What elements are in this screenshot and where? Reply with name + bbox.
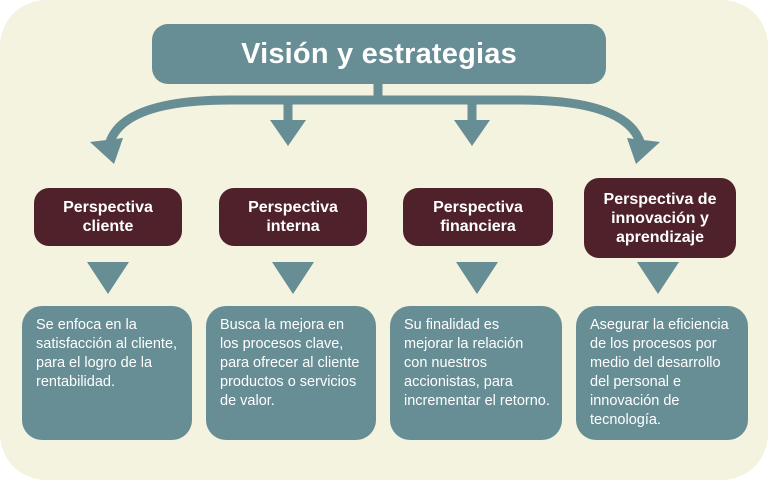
down-arrow-2 <box>272 262 314 294</box>
down-arrow-1 <box>87 262 129 294</box>
perspective-label: Perspectiva financiera <box>433 199 523 235</box>
arrow-head-4 <box>627 138 660 164</box>
title-box: Visión y estrategias <box>152 24 606 84</box>
description-text: Busca la mejora en los procesos clave, p… <box>220 317 360 409</box>
perspective-box-cliente: Perspectiva cliente <box>34 188 182 246</box>
perspective-label: Perspectiva cliente <box>63 199 153 235</box>
perspective-box-innovacion: Perspectiva de innovación y aprendizaje <box>584 178 736 258</box>
description-box-cliente: Se enfoca en la satisfacción al cliente,… <box>22 306 192 440</box>
perspective-box-interna: Perspectiva interna <box>219 188 367 246</box>
description-box-financiera: Su finalidad es mejorar la relación con … <box>390 306 562 440</box>
perspective-box-financiera: Perspectiva financiera <box>403 188 553 246</box>
title-text: Visión y estrategias <box>241 37 517 70</box>
description-box-interna: Busca la mejora en los procesos clave, p… <box>206 306 376 440</box>
description-box-innovacion: Asegurar la eficiencia de los procesos p… <box>576 306 748 440</box>
arc-connector <box>103 95 647 151</box>
description-text: Asegurar la eficiencia de los procesos p… <box>590 317 729 428</box>
description-text: Su finalidad es mejorar la relación con … <box>404 317 550 409</box>
down-arrow-3 <box>456 262 498 294</box>
description-text: Se enfoca en la satisfacción al cliente,… <box>36 317 178 390</box>
arrow-head-1 <box>90 138 123 164</box>
arrow-head-3 <box>454 120 490 146</box>
down-arrow-4 <box>637 262 679 294</box>
perspective-label: Perspectiva interna <box>248 199 338 235</box>
perspective-label: Perspectiva de innovación y aprendizaje <box>603 190 717 246</box>
arrow-head-2 <box>270 120 306 146</box>
